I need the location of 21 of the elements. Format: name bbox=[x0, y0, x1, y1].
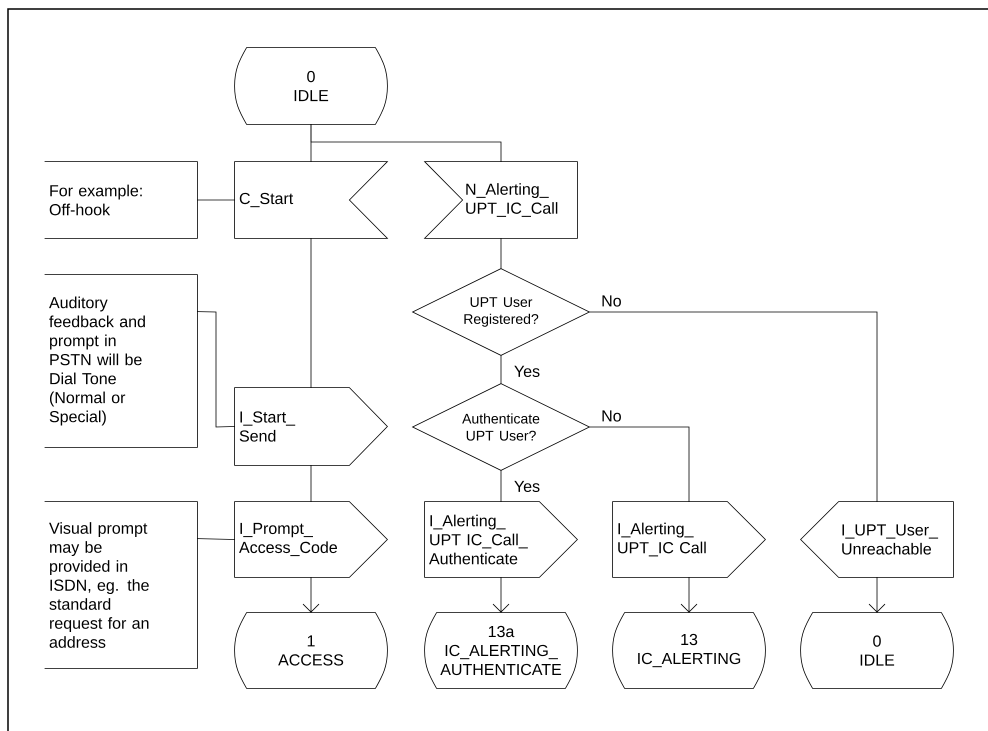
connector-line bbox=[302, 577, 320, 613]
connector-line bbox=[500, 470, 502, 502]
comment-box: For example: Off-hook bbox=[44, 161, 198, 239]
comment-box: Visual prompt may be provided in ISDN, eg. the standard request for an address bbox=[44, 501, 198, 669]
edge-label: Yes bbox=[514, 480, 540, 492]
connector-line bbox=[500, 238, 502, 269]
connector-line bbox=[589, 426, 690, 502]
connector-line bbox=[310, 124, 502, 162]
connector-line bbox=[492, 577, 510, 613]
connector-line bbox=[310, 238, 312, 388]
edge-label: No bbox=[602, 295, 621, 307]
connector-line bbox=[589, 312, 878, 502]
connector-line bbox=[868, 577, 886, 613]
comment-box: Auditory feedback and prompt in PSTN will be Dial Tone (Normal or Special) bbox=[44, 274, 198, 448]
connector-line bbox=[310, 465, 312, 502]
connector-line bbox=[197, 538, 235, 540]
connector-line bbox=[500, 355, 502, 384]
edge-label: No bbox=[602, 410, 621, 422]
edge-label: Yes bbox=[514, 366, 540, 377]
connector-line bbox=[680, 577, 698, 613]
connector-line bbox=[197, 311, 235, 428]
